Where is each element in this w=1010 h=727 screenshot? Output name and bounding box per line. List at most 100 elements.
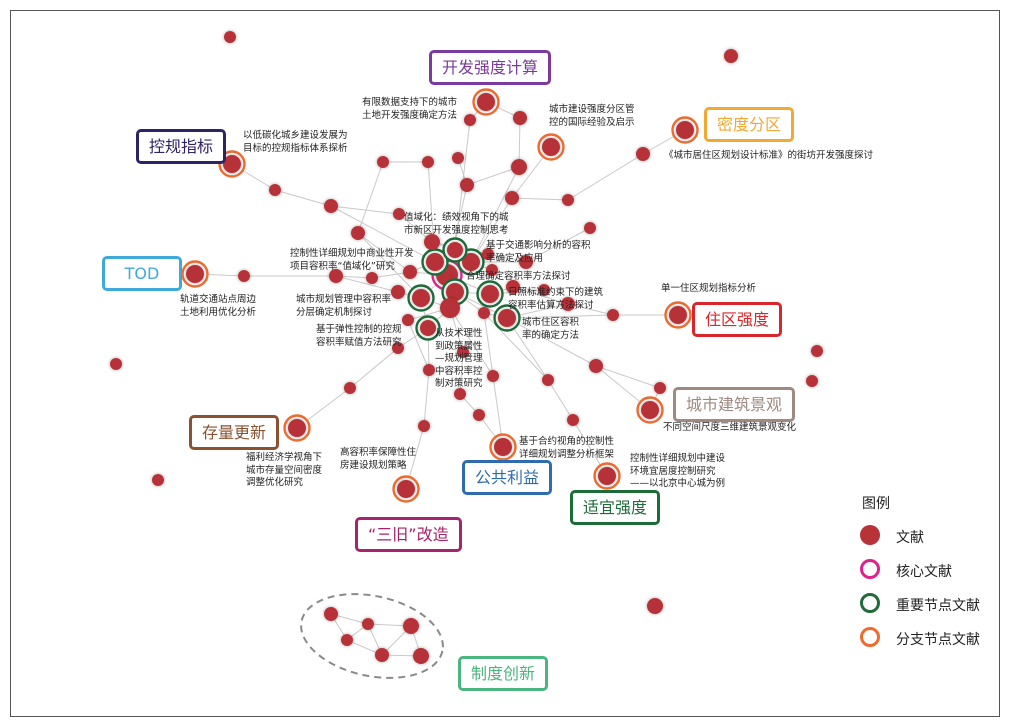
paper-node[interactable] — [654, 382, 666, 394]
node-dot — [393, 208, 405, 220]
branch-paper-node[interactable] — [636, 396, 664, 424]
paper-node[interactable] — [506, 280, 520, 294]
legend-label: 分支节点文献 — [896, 632, 980, 648]
paper-node[interactable] — [511, 159, 527, 175]
paper-node[interactable] — [362, 618, 374, 630]
paper-node[interactable] — [584, 222, 596, 234]
category-chengshi[interactable]: 城市建筑景观 — [673, 387, 796, 422]
paper-node[interactable] — [724, 49, 738, 63]
paper-node[interactable] — [402, 314, 414, 326]
important-paper-node[interactable] — [407, 284, 435, 312]
paper-node[interactable] — [152, 474, 164, 486]
paper-node[interactable] — [457, 346, 469, 358]
paper-node[interactable] — [811, 345, 823, 357]
paper-node[interactable] — [403, 265, 417, 279]
branch-paper-node[interactable] — [664, 301, 692, 329]
paper-node[interactable] — [486, 264, 498, 276]
paper-node[interactable] — [440, 298, 460, 318]
paper-node[interactable] — [344, 382, 356, 394]
category-midu[interactable]: 密度分区 — [704, 107, 795, 142]
legend-title: 图例 — [862, 496, 890, 512]
important-paper-node[interactable] — [493, 304, 521, 332]
paper-node[interactable] — [377, 156, 389, 168]
paper-node[interactable] — [423, 364, 435, 376]
node-dot — [462, 253, 480, 271]
paper-node[interactable] — [473, 409, 485, 421]
category-shiyi[interactable]: 适宜强度 — [570, 490, 661, 525]
node-dot — [478, 307, 490, 319]
paper-node[interactable] — [391, 285, 405, 299]
paper-node[interactable] — [375, 648, 389, 662]
category-kongui[interactable]: 控规指标 — [136, 129, 227, 164]
branch-paper-node[interactable] — [283, 414, 311, 442]
paper-node[interactable] — [110, 358, 122, 370]
paper-node[interactable] — [454, 388, 466, 400]
paper-node[interactable] — [238, 270, 250, 282]
paper-node[interactable] — [460, 178, 474, 192]
edge — [506, 314, 614, 319]
paper-node[interactable] — [505, 191, 519, 205]
node-dot — [486, 264, 498, 276]
paper-node[interactable] — [403, 618, 419, 634]
paper-node[interactable] — [329, 269, 343, 283]
category-gonggong[interactable]: 公共利益 — [462, 460, 553, 495]
paper-node[interactable] — [589, 359, 603, 373]
paper-node[interactable] — [478, 307, 490, 319]
paper-node[interactable] — [542, 374, 554, 386]
paper-node[interactable] — [224, 31, 236, 43]
paper-node[interactable] — [413, 648, 429, 664]
important-paper-node[interactable] — [415, 315, 441, 341]
category-tod[interactable]: TOD — [102, 256, 182, 291]
legend-branch-ring-icon — [860, 627, 880, 647]
paper-node[interactable] — [424, 234, 440, 250]
category-kaifa[interactable]: 开发强度计算 — [429, 50, 552, 85]
paper-node[interactable] — [422, 156, 434, 168]
branch-paper-node[interactable] — [671, 116, 699, 144]
paper-node[interactable] — [519, 255, 533, 269]
paper-node[interactable] — [392, 342, 404, 354]
paper-node[interactable] — [393, 208, 405, 220]
branch-paper-node[interactable] — [489, 433, 517, 461]
node-dot — [482, 248, 494, 260]
paper-node[interactable] — [538, 284, 550, 296]
paper-node[interactable] — [607, 309, 619, 321]
paper-node[interactable] — [418, 420, 430, 432]
paper-node[interactable] — [351, 226, 365, 240]
paper-node[interactable] — [464, 114, 476, 126]
paper-node[interactable] — [561, 297, 575, 311]
important-paper-node[interactable] — [476, 280, 504, 308]
paper-label: 单一住区规划指标分析 — [661, 283, 757, 294]
paper-label: 控制性详细规划中建设环境宜居度控制研究——以北京中心城为例 — [630, 453, 726, 489]
paper-node[interactable] — [324, 199, 338, 213]
branch-paper-node[interactable] — [593, 462, 621, 490]
important-paper-node[interactable] — [421, 248, 449, 276]
category-sanjiu[interactable]: “三旧”改造 — [355, 517, 462, 552]
edge — [274, 189, 332, 207]
branch-paper-node[interactable] — [472, 88, 500, 116]
paper-node[interactable] — [636, 147, 650, 161]
paper-node[interactable] — [567, 414, 579, 426]
category-zhuqu[interactable]: 住区强度 — [692, 302, 783, 337]
paper-node[interactable] — [513, 111, 527, 125]
paper-node[interactable] — [562, 194, 574, 206]
category-zhidu[interactable]: 制度创新 — [458, 656, 549, 691]
paper-node[interactable] — [647, 598, 663, 614]
node-dot — [440, 298, 460, 318]
paper-node[interactable] — [806, 375, 818, 387]
paper-node[interactable] — [324, 607, 338, 621]
branch-paper-node[interactable] — [392, 475, 420, 503]
edge — [547, 379, 574, 421]
important-paper-node[interactable] — [442, 237, 468, 263]
paper-node[interactable] — [487, 370, 499, 382]
category-cunliang[interactable]: 存量更新 — [189, 415, 280, 450]
paper-node[interactable] — [482, 248, 494, 260]
paper-node[interactable] — [269, 184, 281, 196]
paper-node[interactable] — [341, 634, 353, 646]
paper-node[interactable] — [452, 152, 464, 164]
branch-paper-node[interactable] — [181, 260, 209, 288]
paper-label: 值域化：绩效视角下的城市新区开发强度控制思考 — [404, 212, 509, 236]
branch-paper-node[interactable] — [537, 133, 565, 161]
paper-node[interactable] — [366, 272, 378, 284]
paper-label: 从技术理性到政策属性—规划管理中容积率控制对策研究 — [435, 328, 483, 389]
